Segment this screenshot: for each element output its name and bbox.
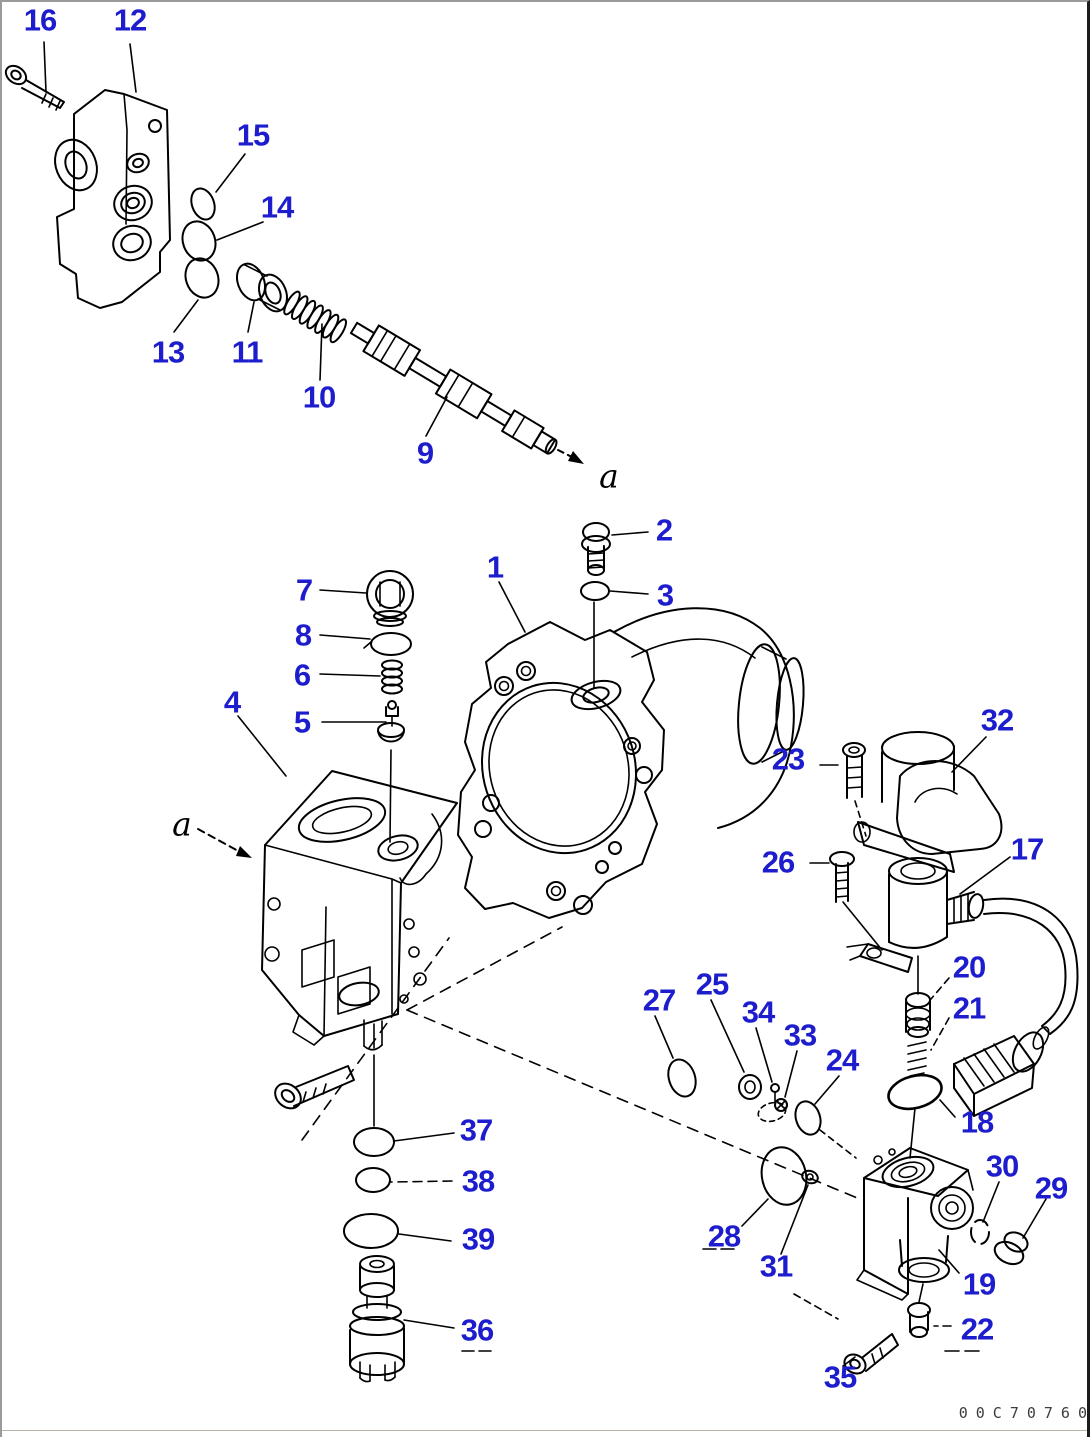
part-13-oring: [184, 257, 220, 299]
part-24-oring: [794, 1100, 857, 1159]
part-12-valve-body: [54, 89, 171, 309]
callout-13: 13: [151, 334, 185, 370]
callout-34: 34: [741, 994, 775, 1030]
part-23-bolt: [842, 742, 867, 837]
callout-38: 38: [461, 1163, 495, 1199]
section-marker-a-2: a: [172, 804, 192, 844]
part-4-valve-body: [261, 770, 458, 1051]
callout-26: 26: [761, 844, 795, 880]
assembly-alignment-lines: [301, 926, 863, 1201]
callout-reference-dashes: [461, 1248, 980, 1352]
part-21-spring: [907, 1041, 927, 1077]
part-39-oring: [343, 1213, 399, 1249]
callout-15: 15: [236, 117, 270, 153]
callout-32: 32: [980, 702, 1014, 738]
callout-4: 4: [223, 684, 241, 720]
callout-22: 22: [960, 1311, 994, 1347]
part-1-housing: [457, 607, 805, 919]
part-2-bolt: [581, 522, 611, 576]
part-31-plug: [801, 1169, 819, 1185]
callout-27: 27: [642, 982, 676, 1018]
part-25-washer: [738, 1074, 762, 1100]
callout-11: 11: [231, 334, 264, 370]
callout-7: 7: [295, 572, 313, 608]
part-hex-bolt-lower-left: [274, 1065, 355, 1110]
part-30-snap-ring: [970, 1219, 990, 1245]
callout-16: 16: [23, 2, 57, 38]
part-33-screw: [757, 1098, 788, 1123]
part-17-solenoid-valve: [846, 857, 1079, 1117]
section-a-arrow-top: [557, 449, 584, 464]
callout-37: 37: [459, 1112, 493, 1148]
callout-3: 3: [656, 577, 674, 613]
part-38-oring: [355, 1167, 391, 1193]
callout-1: 1: [486, 549, 504, 585]
callout-18: 18: [960, 1104, 994, 1140]
callout-14: 14: [260, 189, 294, 225]
bottom-border-rule: [2, 1430, 1087, 1431]
part-6-spring: [381, 659, 403, 695]
callout-28: 28: [707, 1218, 741, 1254]
part-8-oring: [363, 632, 412, 656]
assembly-axis-lines: [373, 601, 916, 1159]
part-10-spring: [283, 290, 348, 344]
callout-35: 35: [823, 1359, 857, 1395]
part-22-plug: [907, 1302, 931, 1338]
part-9-spool: [349, 321, 558, 455]
callout-2: 2: [655, 512, 673, 548]
part-37-oring: [353, 1127, 395, 1157]
part-7-plug: [366, 570, 414, 627]
callout-5: 5: [293, 704, 311, 740]
callout-30: 30: [985, 1148, 1019, 1184]
part-3-oring: [580, 581, 610, 601]
part-34-pin: [770, 1083, 780, 1103]
part-36-valve-assembly: [349, 1255, 405, 1383]
callout-23: 23: [771, 741, 805, 777]
part-35-bolt: [793, 1293, 899, 1375]
callout-8: 8: [294, 617, 312, 653]
callout-21: 21: [952, 990, 986, 1026]
callout-20: 20: [952, 949, 986, 985]
part-26-bolt: [829, 851, 883, 951]
callout-24: 24: [825, 1042, 859, 1078]
part-5-poppet: [377, 700, 405, 743]
callout-39: 39: [461, 1221, 495, 1257]
part-29-plug: [993, 1231, 1029, 1266]
part-pilot-valve-body: [856, 1147, 974, 1303]
callout-6: 6: [293, 657, 311, 693]
part-32-cover: [853, 731, 1003, 873]
callout-9: 9: [416, 435, 434, 471]
callout-25: 25: [695, 966, 729, 1002]
callout-10: 10: [302, 379, 336, 415]
part-11-bushing: [236, 262, 288, 313]
callout-33: 33: [783, 1017, 817, 1053]
leader-lines: [43, 41, 1047, 1367]
section-marker-a-1: a: [599, 456, 619, 496]
section-a-arrow-left: [197, 828, 252, 858]
part-20-valve: [905, 955, 931, 1038]
callout-17: 17: [1010, 831, 1044, 867]
callout-36: 36: [460, 1312, 494, 1348]
part-16-bolt: [4, 64, 65, 111]
part-18-oring: [887, 1073, 943, 1111]
watermark-code: 00C70760: [958, 1404, 1090, 1422]
part-15-oring: [190, 187, 216, 221]
callout-29: 29: [1034, 1170, 1068, 1206]
callout-31: 31: [759, 1248, 793, 1284]
callout-12: 12: [113, 2, 147, 38]
callout-19: 19: [962, 1266, 996, 1302]
part-27-oring: [667, 1058, 697, 1098]
